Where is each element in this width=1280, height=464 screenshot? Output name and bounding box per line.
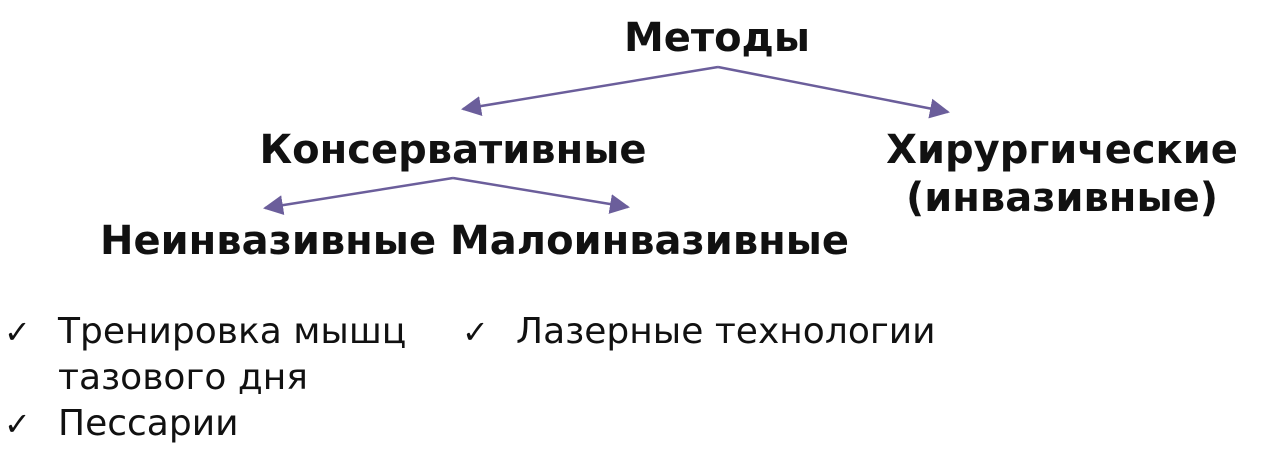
node-minimally-invasive: Малоинвазивные	[450, 218, 850, 264]
list-item: ✓ Тренировка мышц	[0, 309, 420, 355]
list-item: ✓ Лазерные технологии	[458, 309, 978, 355]
node-noninvasive: Неинвазивные	[100, 218, 437, 264]
arrow-conservative-to-noninvasive	[263, 176, 454, 216]
checkmark-icon: ✓	[462, 313, 489, 351]
list-item-text: Лазерные технологии	[516, 311, 936, 352]
node-surgical-line1: Хирургические	[886, 127, 1238, 173]
list-item-continuation: тазового дня	[0, 355, 420, 401]
noninvasive-list: ✓ Тренировка мышц тазового дня ✓ Пессари…	[0, 309, 420, 447]
node-surgical: Хирургические (инвазивные)	[862, 126, 1262, 222]
checkmark-icon: ✓	[4, 405, 31, 443]
minimally-invasive-list: ✓ Лазерные технологии	[458, 309, 978, 355]
arrow-conservative-to-minimally-invasive	[452, 176, 630, 214]
list-item-text: Тренировка мышц	[58, 311, 407, 352]
arrow-root-to-surgical	[717, 65, 950, 119]
list-item-text: Пессарии	[58, 403, 239, 444]
node-surgical-line2: (инвазивные)	[905, 175, 1219, 221]
node-conservative: Консервативные	[259, 127, 647, 173]
checkmark-icon: ✓	[4, 313, 31, 351]
arrow-root-to-conservative	[461, 65, 719, 116]
list-item: ✓ Пессарии	[0, 401, 420, 447]
node-methods: Методы	[623, 15, 811, 61]
list-item-text: тазового дня	[58, 357, 308, 398]
